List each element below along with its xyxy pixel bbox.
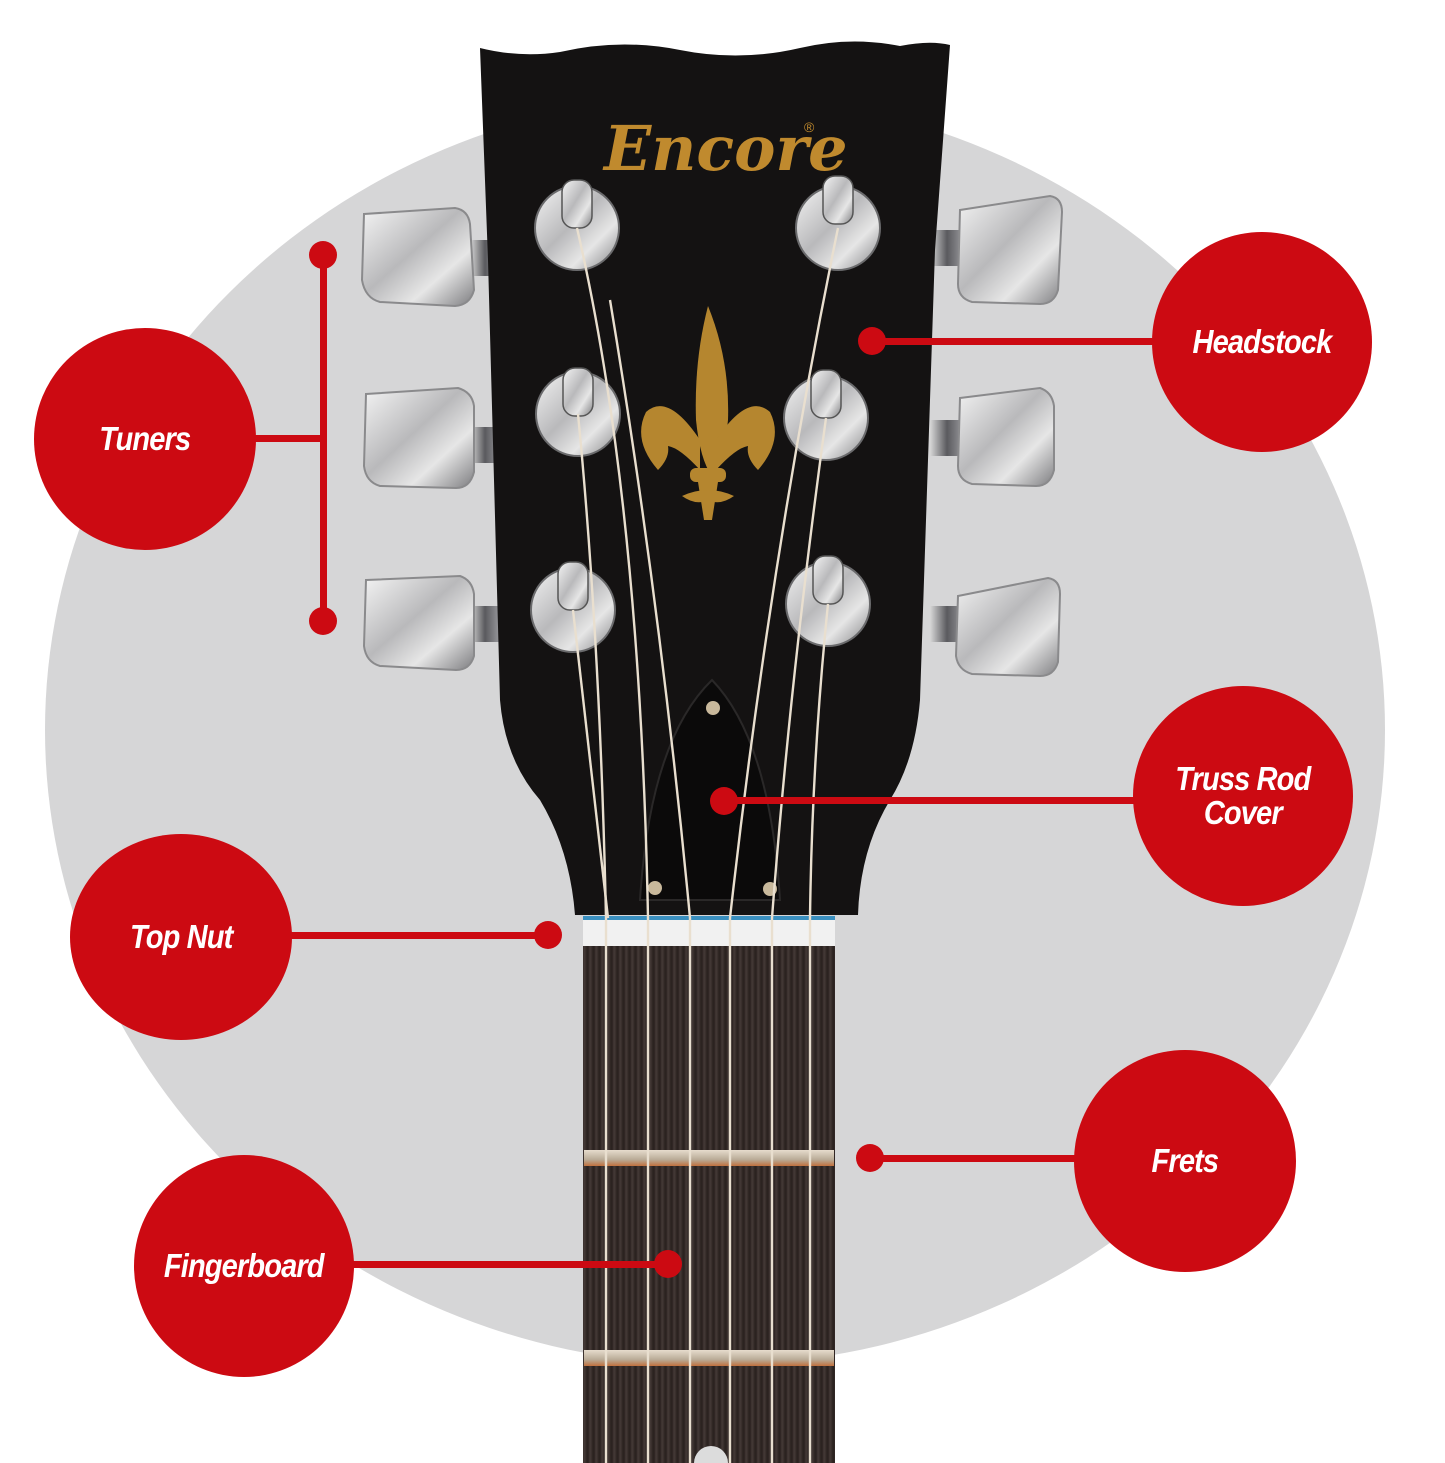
- label-headstock-text: Headstock: [1192, 323, 1333, 360]
- pointer-top-nut: [534, 921, 562, 949]
- label-top-nut: Top Nut: [70, 834, 292, 1040]
- strings: [571, 227, 840, 1463]
- connector-top-nut: [290, 932, 548, 939]
- tuner-buttons-left: [360, 206, 500, 672]
- connector-fingerboard: [352, 1261, 670, 1268]
- fleur-de-lis-inlay: [641, 306, 775, 520]
- pointer-frets: [856, 1144, 884, 1172]
- nut: [583, 918, 835, 946]
- pointer-fingerboard: [654, 1250, 682, 1278]
- truss-rod-cover: [638, 678, 782, 901]
- fingerboard-surface: [583, 945, 835, 1463]
- registered-mark: ®: [804, 119, 815, 135]
- connector-truss-rod-cover: [724, 797, 1136, 804]
- pointer-headstock: [858, 327, 886, 355]
- fret-1: [584, 1150, 834, 1166]
- position-marker: [694, 1446, 728, 1463]
- brand-logo: Encore: [602, 112, 848, 185]
- fret-2: [584, 1350, 834, 1366]
- label-tuners-text: Tuners: [99, 420, 191, 457]
- connector-tuners-vertical: [320, 255, 327, 623]
- label-fingerboard: Fingerboard: [134, 1155, 354, 1377]
- label-frets-text: Frets: [1151, 1142, 1219, 1179]
- label-truss-rod-cover-text: Truss Rod Cover: [1175, 760, 1311, 831]
- connector-frets: [870, 1155, 1076, 1162]
- connector-tuners-horizontal: [254, 435, 324, 442]
- pointer-tuners-bottom: [309, 607, 337, 635]
- label-headstock: Headstock: [1152, 232, 1372, 452]
- pointer-tuners-top: [309, 241, 337, 269]
- connector-headstock: [872, 338, 1154, 345]
- label-truss-rod-cover: Truss Rod Cover: [1133, 686, 1353, 906]
- label-frets: Frets: [1074, 1050, 1296, 1272]
- label-fingerboard-text: Fingerboard: [164, 1247, 325, 1284]
- tuner-buttons-right: [930, 194, 1064, 678]
- label-top-nut-text: Top Nut: [129, 918, 233, 955]
- label-tuners: Tuners: [34, 328, 256, 550]
- pointer-truss-rod-cover: [710, 787, 738, 815]
